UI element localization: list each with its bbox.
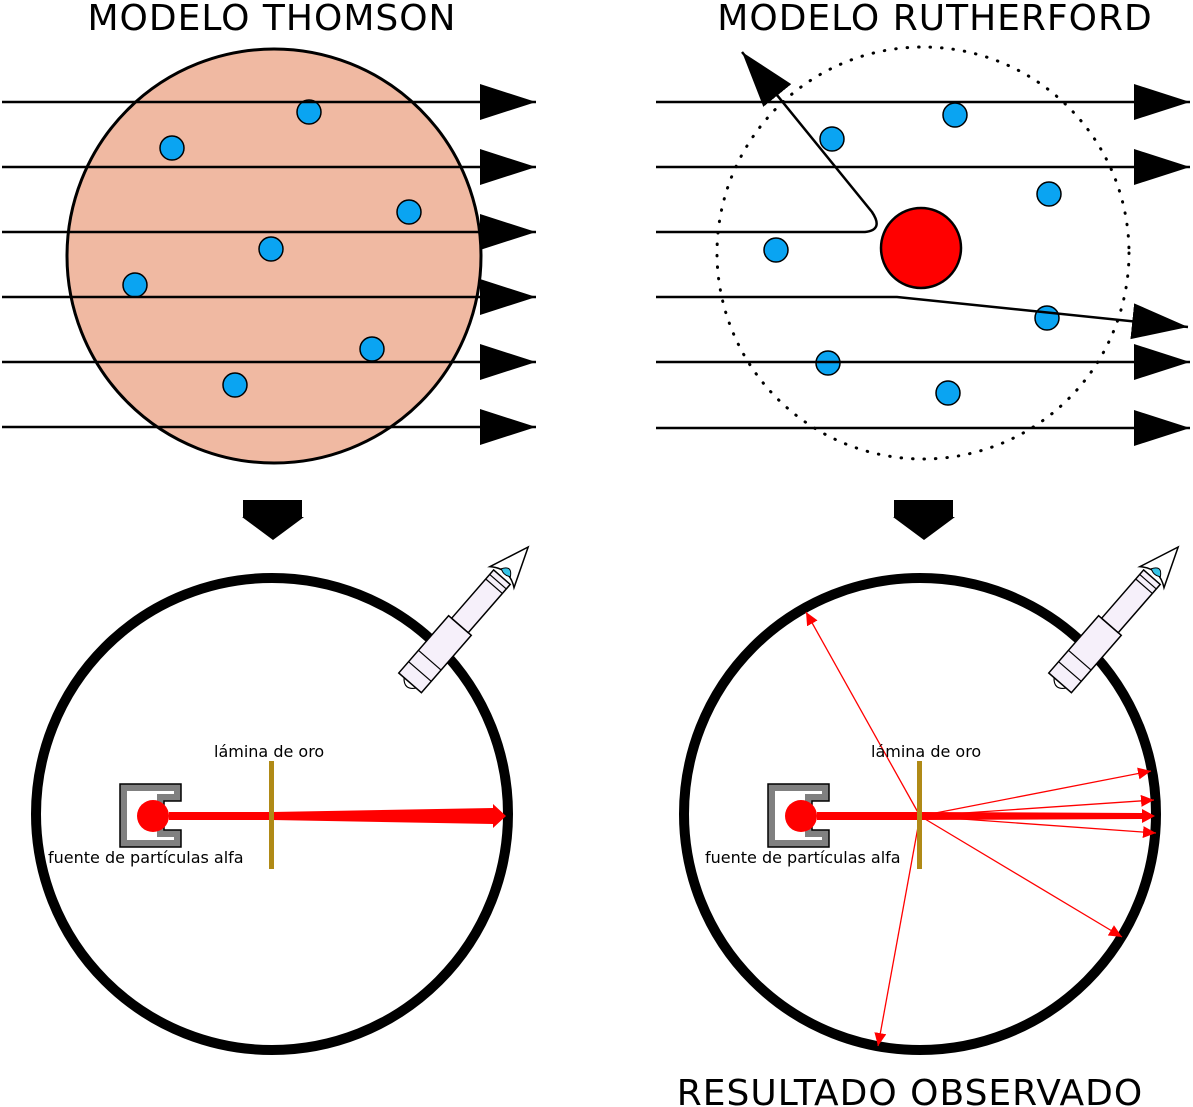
gold-foil	[269, 761, 274, 869]
microscope-icon	[1047, 545, 1180, 694]
electron	[159, 135, 185, 161]
alpha-path-backscatter	[656, 51, 878, 234]
alpha-beam	[169, 812, 273, 820]
electron	[1034, 305, 1060, 331]
alpha-source	[785, 800, 817, 832]
electron	[258, 236, 284, 262]
experiment-rutherford: lámina de oro fuente de partículas alfa	[679, 545, 1180, 1055]
foil-label: lámina de oro	[214, 742, 324, 761]
electron	[359, 336, 385, 362]
scatter-path	[874, 815, 921, 1047]
rutherford-alpha-paths	[656, 51, 1190, 446]
title-observed: RESULTADO OBSERVADO	[677, 1073, 1143, 1107]
scatter-path	[805, 611, 921, 817]
scatter-path	[919, 815, 1123, 938]
electron	[763, 237, 789, 263]
electron	[296, 99, 322, 125]
scatter-path	[919, 815, 1157, 839]
electron	[1036, 181, 1062, 207]
experiment-thomson: lámina de oro fuente de partículas alfa	[31, 545, 530, 1055]
source-label: fuente de partículas alfa	[705, 848, 901, 867]
electron	[122, 272, 148, 298]
microscope-icon	[397, 545, 530, 694]
title-rutherford: MODELO RUTHERFORD	[717, 0, 1152, 39]
electron	[935, 380, 961, 406]
scatter-path	[919, 794, 1155, 817]
source-label: fuente de partículas alfa	[48, 848, 244, 867]
title-thomson: MODELO THOMSON	[88, 0, 457, 39]
alpha-beam	[817, 812, 921, 820]
scatter-path	[919, 767, 1152, 817]
foil-label: lámina de oro	[871, 742, 981, 761]
down-arrow-icon	[893, 500, 955, 540]
alpha-beam-arrow	[272, 804, 506, 828]
electron	[222, 372, 248, 398]
gold-foil	[917, 761, 922, 869]
alpha-path-deflected	[656, 295, 1189, 340]
nucleus	[879, 206, 963, 290]
alpha-source	[137, 800, 169, 832]
down-arrow-icon	[242, 500, 304, 540]
electron	[819, 126, 845, 152]
scattered-alpha-paths	[805, 611, 1157, 1047]
rutherford-atom-boundary	[715, 45, 1131, 461]
electron	[942, 102, 968, 128]
electron	[396, 199, 422, 225]
thomson-alpha-paths	[2, 84, 536, 445]
thomson-electrons	[122, 99, 422, 398]
